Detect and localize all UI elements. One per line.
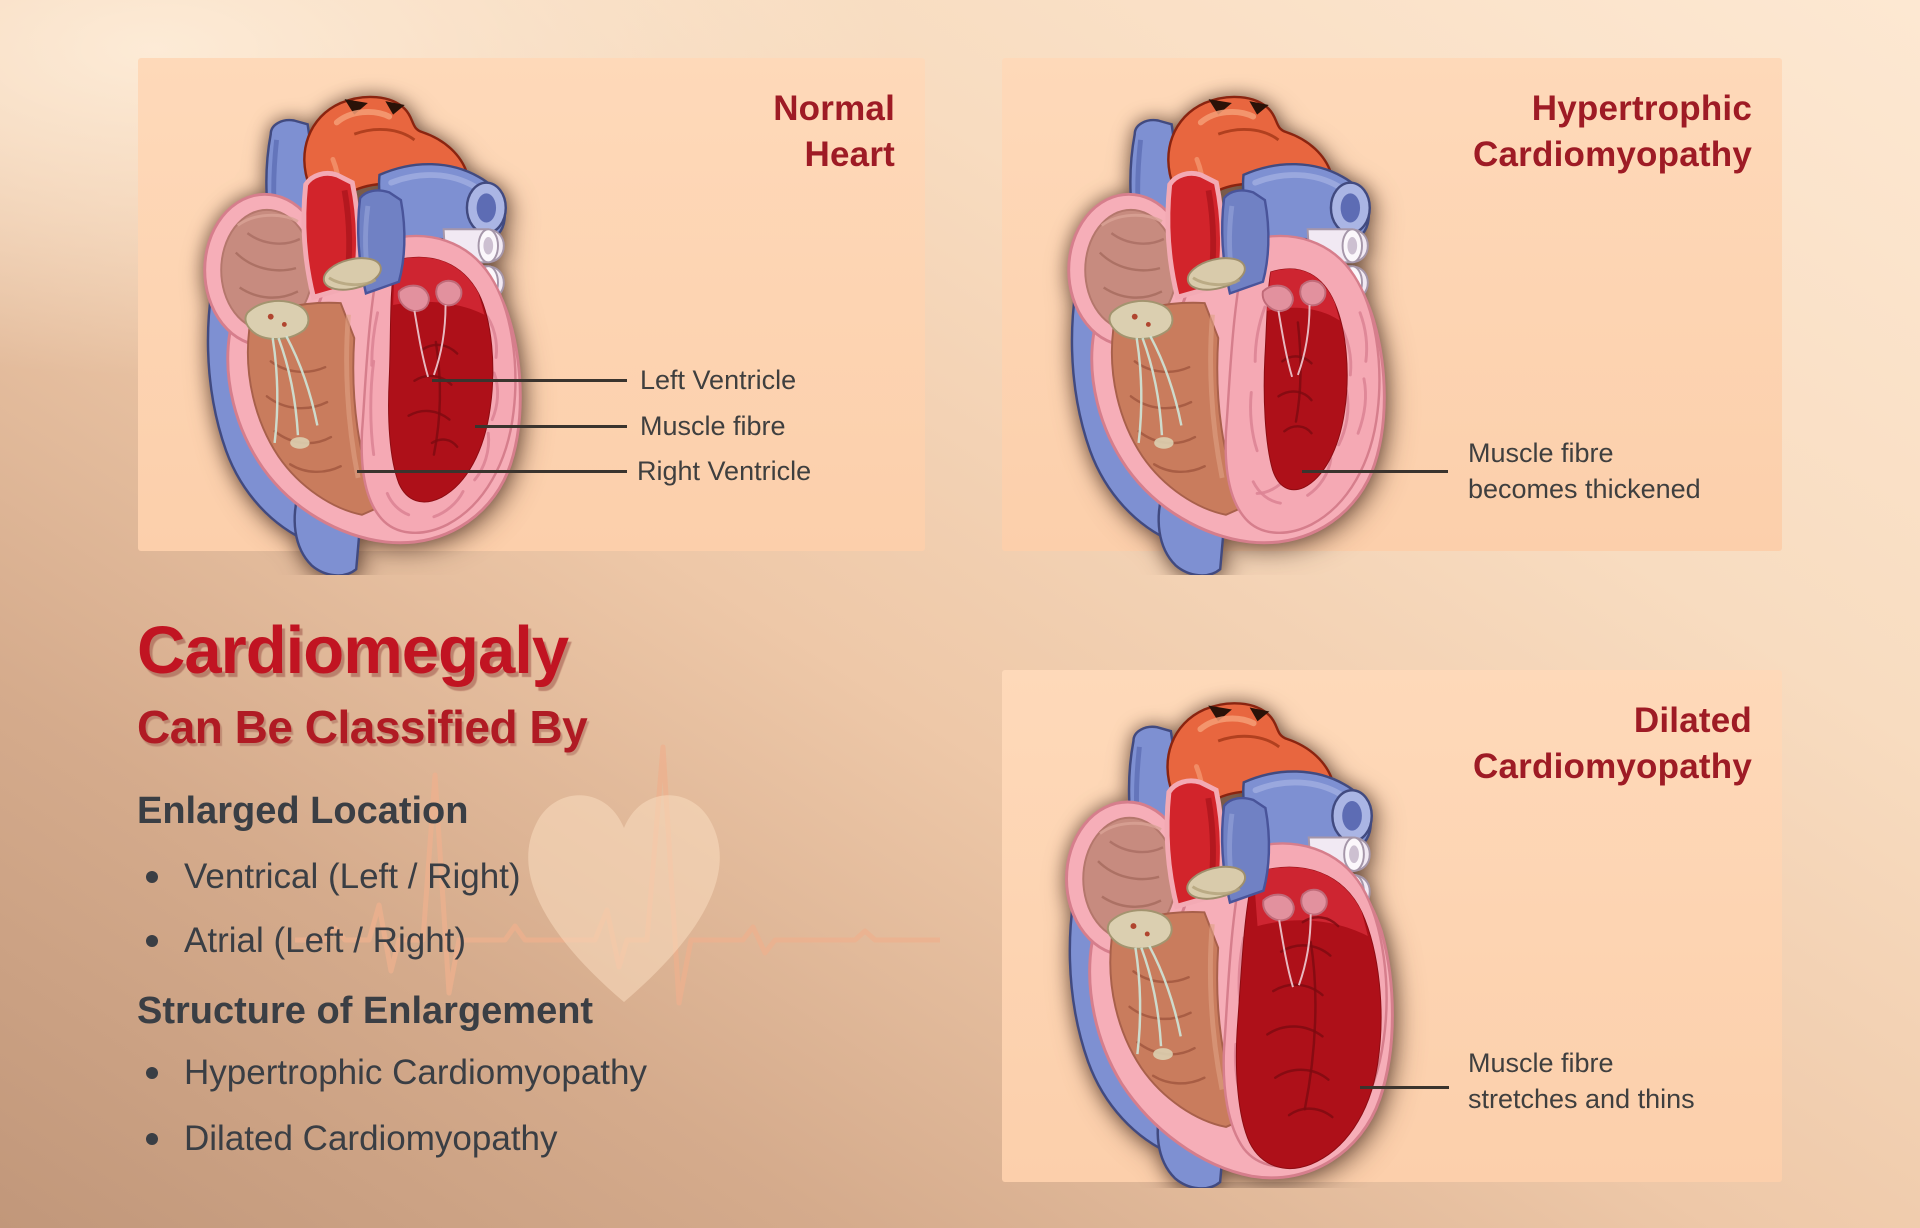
panel-title-line: Heart (804, 135, 895, 174)
bullet-dot (146, 871, 158, 883)
panel-dilated-cardiomyopathy: Dilated Cardiomyopathy Muscle fibre stre… (1002, 670, 1782, 1188)
list-item-label: Ventrical (Left / Right) (184, 857, 521, 896)
label-muscle-fibre: Muscle fibre (640, 411, 786, 441)
list-item-ventrical: Ventrical (Left / Right) (140, 856, 521, 898)
page-subtitle: Can Be Classified By (137, 701, 588, 753)
label-line: becomes thickened (1468, 474, 1701, 504)
label-stretched: Muscle fibre stretches and thins (1468, 1045, 1695, 1117)
list-item-hypertrophic: Hypertrophic Cardiomyopathy (140, 1052, 647, 1094)
bullet-dot (146, 935, 158, 947)
label-thickened: Muscle fibre becomes thickened (1468, 435, 1701, 507)
panel-normal-heart: Normal Heart Left Ventricle Muscle fibre… (138, 58, 925, 575)
leader-line-left-ventricle (432, 379, 627, 382)
heading-structure-of-enlargement: Structure of Enlargement (137, 990, 594, 1032)
page-title: Cardiomegaly (137, 613, 569, 688)
panel-title-line: Cardiomyopathy (1473, 135, 1752, 174)
heart-illustration-hypertrophic (1012, 70, 1442, 575)
panel-title-hypertrophic: Hypertrophic Cardiomyopathy (1473, 86, 1752, 178)
list-item-label: Dilated Cardiomyopathy (184, 1119, 558, 1158)
panel-title-line: Hypertrophic (1531, 89, 1752, 128)
panel-title-dilated: Dilated Cardiomyopathy (1473, 698, 1752, 790)
list-item-label: Atrial (Left / Right) (184, 921, 467, 960)
label-line: Muscle fibre (1468, 438, 1614, 468)
bullet-dot (146, 1067, 158, 1079)
label-line: Muscle fibre (1468, 1048, 1614, 1078)
panel-hypertrophic-cardiomyopathy: Hypertrophic Cardiomyopathy Muscle fibre… (1002, 58, 1782, 575)
label-right-ventricle: Right Ventricle (637, 456, 812, 486)
leader-line-right-ventricle (357, 470, 627, 473)
panel-title-line: Dilated (1633, 701, 1752, 740)
panel-title-normal: Normal Heart (773, 86, 895, 178)
panel-title-line: Cardiomyopathy (1473, 747, 1752, 786)
leader-line-stretched (1360, 1086, 1449, 1089)
label-line: stretches and thins (1468, 1084, 1695, 1114)
list-item-label: Hypertrophic Cardiomyopathy (184, 1053, 647, 1092)
list-item-dilated: Dilated Cardiomyopathy (140, 1118, 558, 1160)
leader-line-muscle-fibre (475, 425, 627, 428)
panel-title-line: Normal (773, 89, 895, 128)
heart-watermark (528, 795, 720, 1002)
leader-line-thickened (1302, 470, 1448, 473)
heart-illustration-normal (148, 70, 578, 575)
heart-illustration-dilated (1012, 676, 1442, 1188)
bullet-dot (146, 1133, 158, 1145)
list-item-atrial: Atrial (Left / Right) (140, 920, 466, 962)
label-left-ventricle: Left Ventricle (640, 365, 797, 395)
heading-enlarged-location: Enlarged Location (137, 790, 469, 832)
